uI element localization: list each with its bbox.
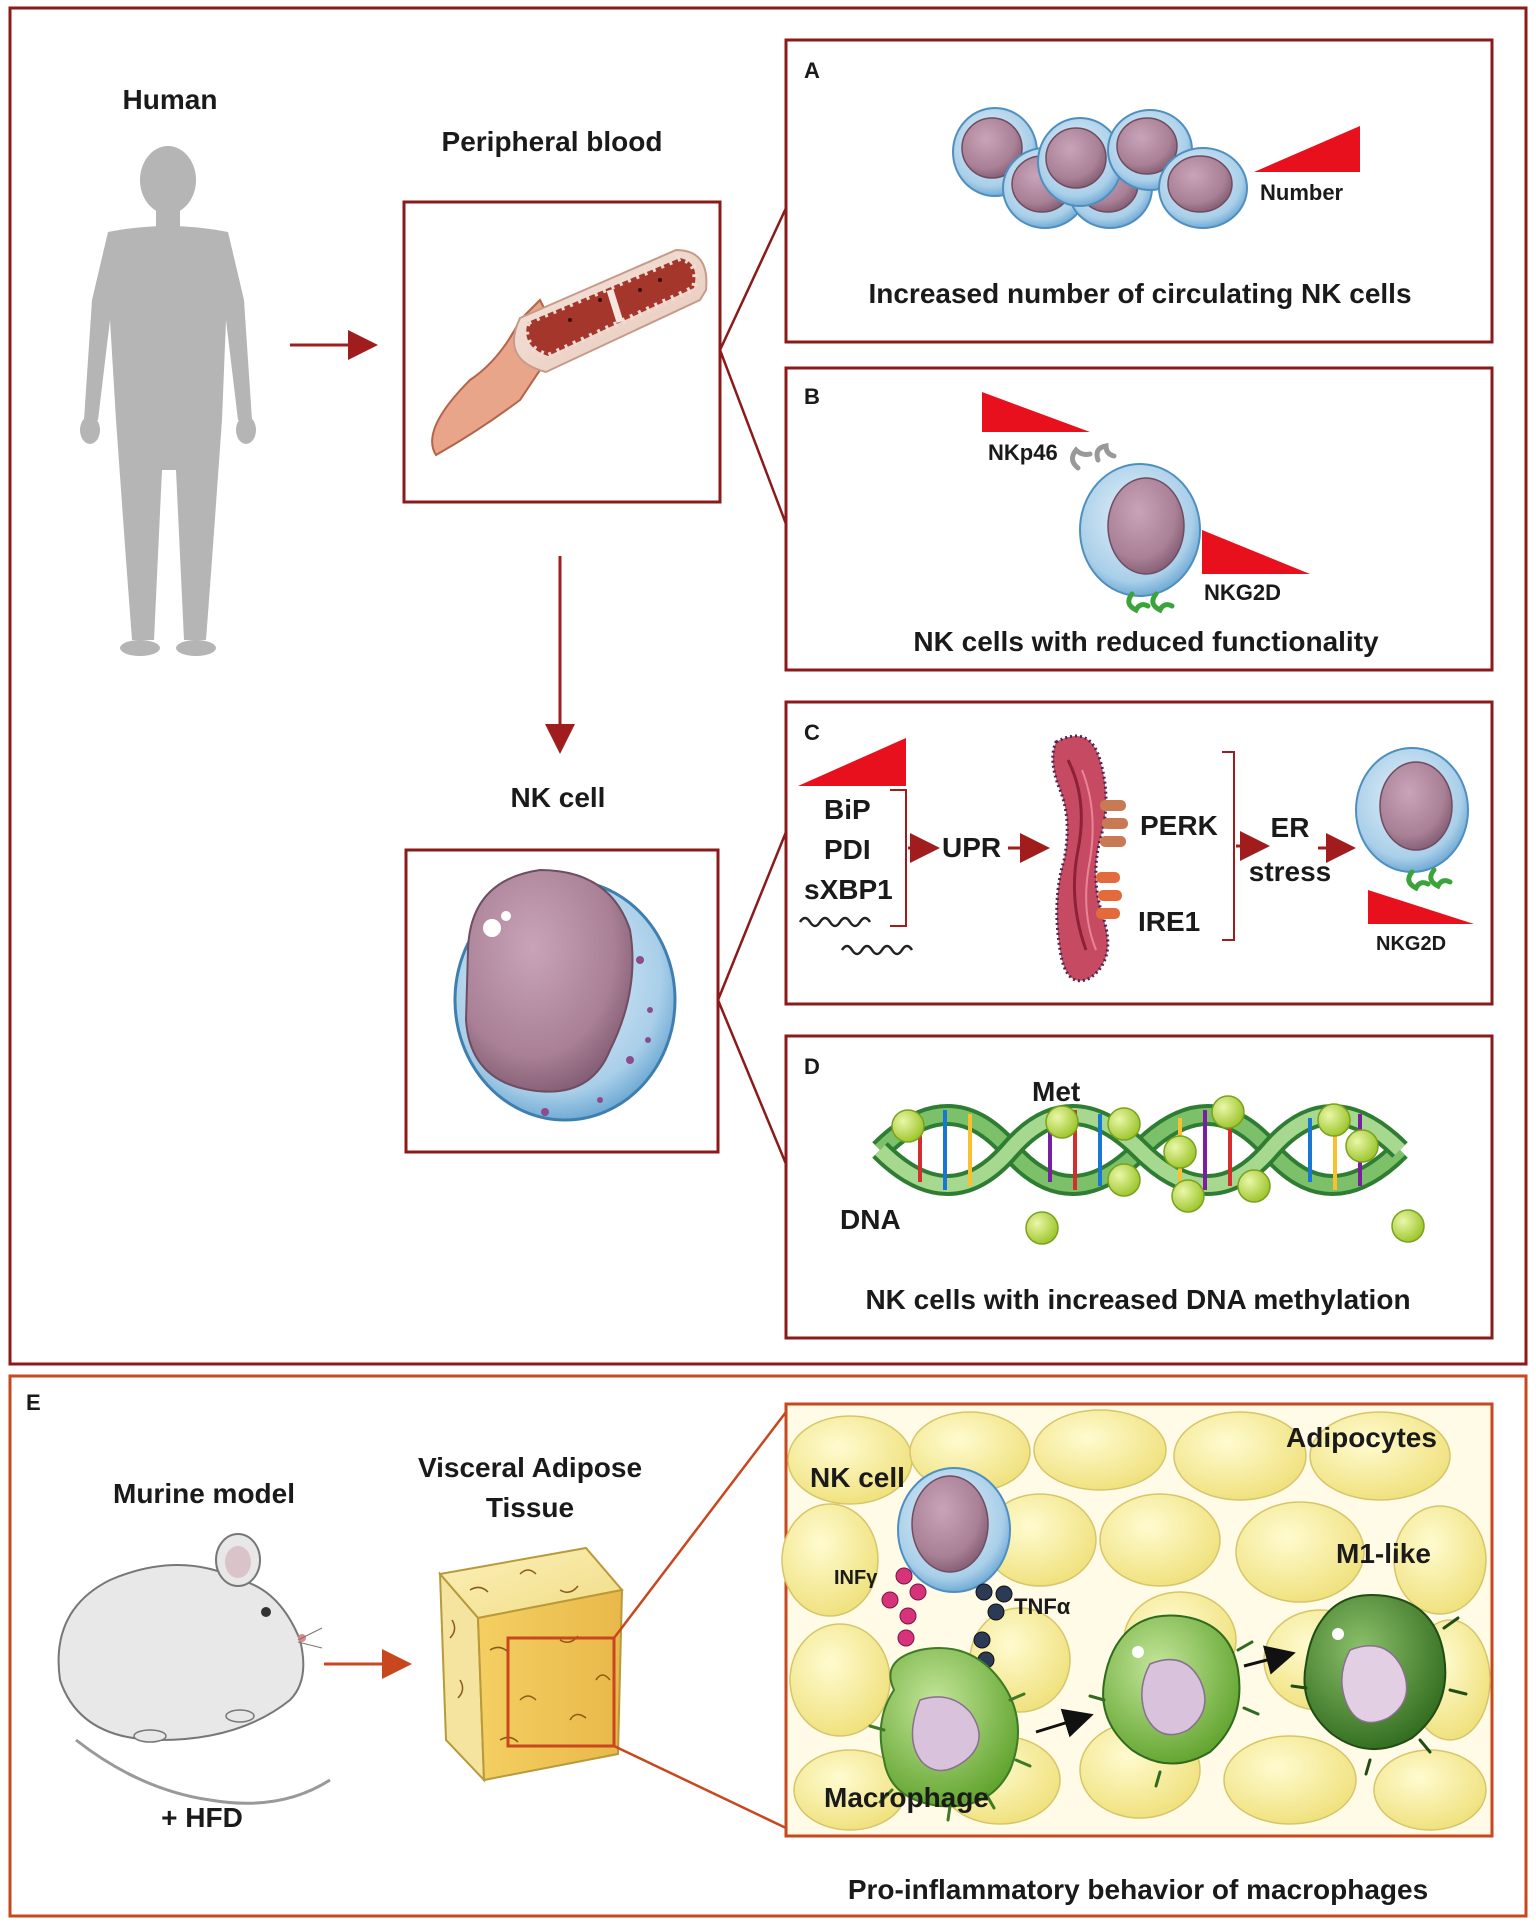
bone-illustration-icon: [431, 248, 708, 457]
m1-macrophage-icon: [1290, 1594, 1468, 1776]
nk-cell-e-icon: [897, 1467, 1011, 1593]
pathway-bracket: [1222, 751, 1235, 941]
large-nk-cell-icon: [453, 868, 677, 1122]
panel-e-letter: E: [26, 1390, 41, 1415]
circulating-nk-cells-icon: [952, 107, 1248, 229]
nkp46-decrease-triangle-icon: [982, 392, 1090, 432]
nkp46-label: NKp46: [988, 440, 1058, 465]
marker-pdi: PDI: [824, 834, 871, 865]
peripheral-blood-label: Peripheral blood: [441, 126, 663, 157]
human-silhouette-icon: [80, 146, 256, 656]
panel-a-letter: A: [804, 58, 820, 83]
mrna-wave-1-icon: [798, 916, 872, 928]
bottom-outer-frame: [8, 1374, 1528, 1918]
number-increase-triangle-icon: [1254, 126, 1360, 172]
macrophage-transitioning-icon: [1088, 1614, 1260, 1788]
dna-label: DNA: [840, 1204, 901, 1235]
connector-nk-d: [716, 999, 788, 1165]
panel-d-caption: NK cells with increased DNA methylation: [865, 1284, 1411, 1315]
vat-label-line2: Tissue: [485, 1492, 575, 1523]
arrow-mac1-to-mac2: [1035, 1708, 1094, 1738]
panel-e-caption: Pro-inflammatory behavior of macrophages: [847, 1874, 1429, 1905]
marker-sxbp1: sXBP1: [804, 874, 893, 905]
connector-blood-b: [718, 349, 788, 525]
vat-label-line1: Visceral Adipose: [417, 1452, 643, 1483]
ire1-label: IRE1: [1138, 906, 1201, 937]
macrophage-label: Macrophage: [824, 1782, 989, 1813]
mouse-icon: [57, 1533, 331, 1805]
tnfa-label: TNFα: [1014, 1594, 1071, 1619]
panel-c-letter: C: [804, 720, 820, 745]
markers-bracket: [890, 789, 907, 927]
connector-zoom-top: [613, 1411, 787, 1639]
panel-d-letter: D: [804, 1054, 820, 1079]
murine-model-label: Murine model: [112, 1478, 296, 1509]
upr-label: UPR: [942, 832, 1002, 863]
nkg2d-c-decrease-triangle-icon: [1368, 890, 1474, 924]
number-label: Number: [1260, 180, 1344, 205]
er-label: ER: [1270, 812, 1310, 843]
methyl-groups-icon: [891, 1095, 1425, 1245]
nkg2d-label-c: NKG2D: [1376, 933, 1447, 955]
connector-blood-a: [718, 207, 788, 351]
endoplasmic-reticulum-icon: [1051, 734, 1128, 983]
adipocytes-label: Adipocytes: [1286, 1422, 1437, 1453]
nk-cell-label: NK cell: [510, 782, 606, 813]
nk-cell-c-icon: [1355, 747, 1469, 892]
panel-b-letter: B: [804, 384, 820, 409]
mrna-wave-2-icon: [840, 944, 914, 956]
human-label: Human: [122, 84, 218, 115]
panel-b-caption: NK cells with reduced functionality: [913, 626, 1379, 657]
met-label: Met: [1032, 1076, 1081, 1107]
dna-helix-icon: [872, 1104, 1408, 1196]
infg-label: INFγ: [834, 1567, 878, 1589]
marker-bip: BiP: [824, 794, 871, 825]
markers-increase-triangle-icon: [798, 738, 906, 786]
perk-label: PERK: [1140, 810, 1218, 841]
nkg2d-decrease-triangle-icon: [1202, 530, 1310, 574]
top-outer-frame: [8, 6, 1528, 1366]
nk-cell-b-icon: [1070, 443, 1201, 614]
tnf-alpha-granules-icon: [973, 1583, 1013, 1669]
panel-a-caption: Increased number of circulating NK cells: [868, 278, 1412, 309]
zoom-region-box: [506, 1636, 616, 1748]
macrophage-icon: [868, 1647, 1032, 1822]
nk-cell-e-label: NK cell: [810, 1462, 905, 1493]
nkg2d-label-b: NKG2D: [1204, 580, 1282, 605]
arrow-mac2-to-m1: [1243, 1645, 1296, 1675]
connector-nk-c: [716, 831, 788, 1001]
m1-like-label: M1-like: [1336, 1538, 1431, 1569]
connector-zoom-bottom: [613, 1744, 787, 1830]
hfd-label: + HFD: [161, 1802, 243, 1833]
stress-label: stress: [1248, 856, 1332, 887]
